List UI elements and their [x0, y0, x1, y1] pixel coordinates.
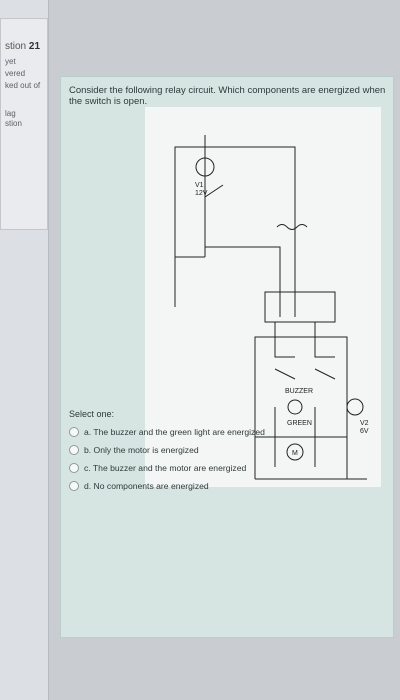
wire — [174, 146, 205, 307]
contact — [314, 322, 335, 358]
answer-option-text: d. No components are energized — [84, 481, 209, 491]
question-info-box: stion 21 yet vered ked out of lag stion — [0, 18, 48, 230]
switch-blade — [204, 184, 224, 198]
motor-symbol: M — [292, 450, 298, 457]
question-number-value: 21 — [28, 41, 41, 52]
answer-option-text: b. Only the motor is energized — [84, 445, 199, 455]
v1-battery-icon — [195, 157, 215, 177]
green-light-label: GREEN — [287, 420, 312, 427]
quiz-navigation-sidebar: stion 21 yet vered ked out of lag stion — [0, 0, 49, 700]
answer-option-c[interactable]: c. The buzzer and the motor are energize… — [69, 463, 246, 473]
relay-box — [264, 291, 336, 323]
motor-icon — [286, 443, 304, 461]
circuit-svg: V1 12V V2 6V BUZZER GREEN M — [174, 135, 369, 480]
answer-option-d[interactable]: d. No components are energized — [69, 481, 209, 491]
flag-question-link[interactable]: stion — [5, 119, 22, 128]
relay-contacts-box — [254, 336, 348, 438]
radio-button[interactable] — [69, 445, 79, 455]
wire — [205, 246, 281, 317]
radio-button[interactable] — [69, 427, 79, 437]
v1-value: 12V — [195, 190, 208, 197]
status-line: vered — [5, 69, 26, 78]
contact-arm — [314, 368, 336, 380]
v2-value: 6V — [360, 428, 369, 435]
answer-option-b[interactable]: b. Only the motor is energized — [69, 445, 199, 455]
contact-arm — [274, 368, 296, 380]
radio-button[interactable] — [69, 481, 79, 491]
mark-line: ked out of — [5, 81, 41, 90]
buzzer-label: BUZZER — [285, 388, 313, 395]
relay-coil — [276, 224, 308, 230]
v1-label: V1 — [195, 182, 204, 189]
answer-option-text: c. The buzzer and the motor are energize… — [84, 463, 247, 473]
question-card: Consider the following relay circuit. Wh… — [60, 76, 394, 638]
radio-button[interactable] — [69, 463, 79, 473]
select-one-label: Select one: — [69, 409, 115, 419]
question-number: stion 21 — [5, 41, 40, 52]
answer-option-text: a. The buzzer and the green light are en… — [84, 427, 265, 437]
v2-battery-icon — [346, 398, 364, 416]
flag-question-link[interactable]: lag — [5, 109, 16, 118]
green-light-icon — [287, 399, 303, 415]
contact — [274, 322, 295, 358]
wire — [205, 146, 296, 317]
status-line: yet — [5, 57, 16, 66]
relay-circuit-diagram: V1 12V V2 6V BUZZER GREEN M — [145, 107, 381, 487]
answer-option-a[interactable]: a. The buzzer and the green light are en… — [69, 427, 265, 437]
question-text: Consider the following relay circuit. Wh… — [69, 85, 386, 107]
question-label: stion — [5, 41, 27, 52]
v2-label: V2 — [360, 420, 369, 427]
